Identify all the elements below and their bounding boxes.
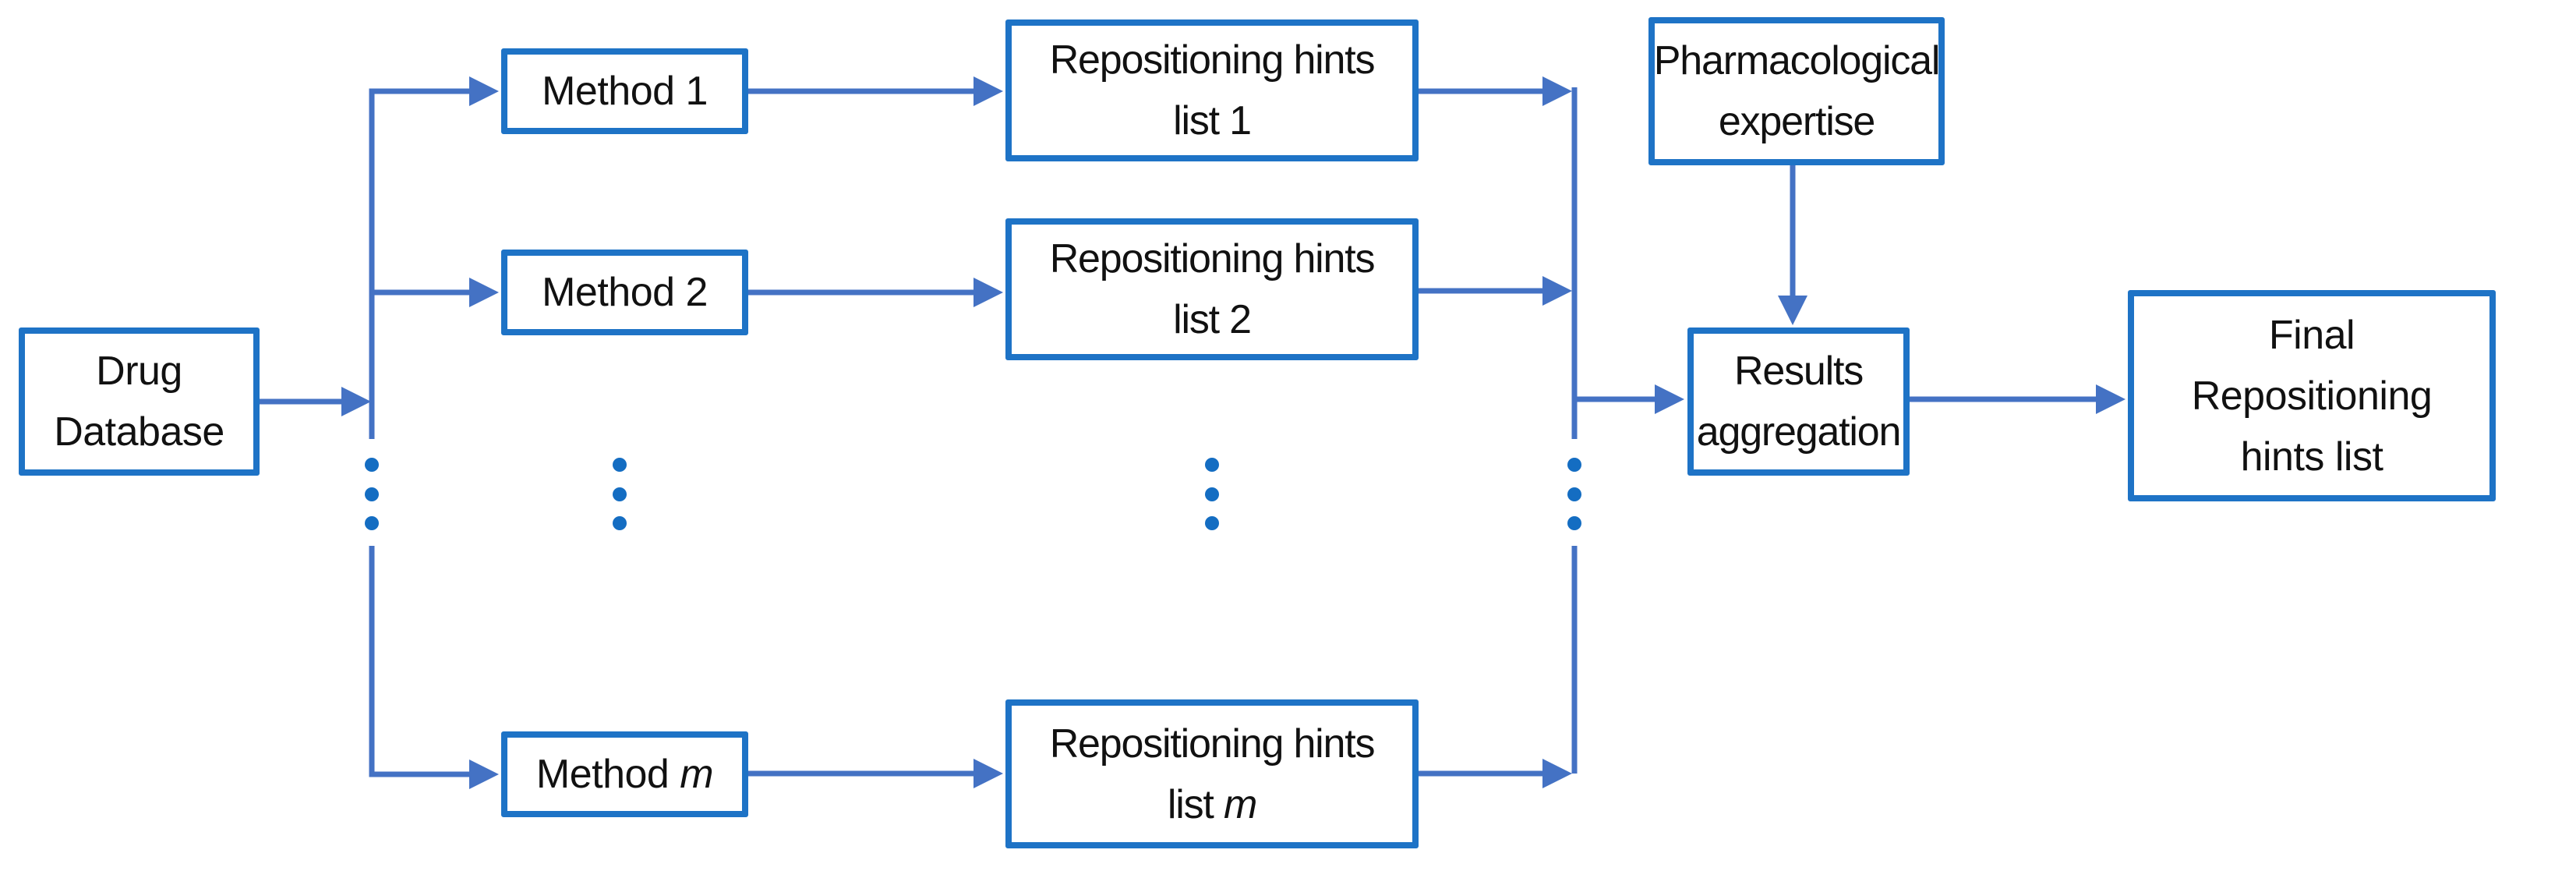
arrowhead-into-method-1 — [469, 76, 499, 106]
node-label: Repositioning hints — [1049, 236, 1376, 281]
node-repositioning-hints-list-2: Repositioning hints list 2 — [1005, 218, 1419, 360]
connector-branch-top — [369, 88, 471, 439]
node-method-m: Method m — [501, 731, 748, 817]
node-label: Drug — [96, 349, 182, 394]
vertical-ellipsis-icon — [1205, 458, 1219, 530]
node-label: Results — [1734, 349, 1864, 394]
node-label: Repositioning hints — [1049, 37, 1376, 83]
node-label-variable-m: m — [680, 752, 714, 797]
node-method-2: Method 2 — [501, 250, 748, 335]
node-label-text: list — [1167, 781, 1224, 827]
arrowhead-into-list-2 — [974, 278, 1003, 307]
node-label: list 1 — [1173, 98, 1252, 143]
arrowhead-into-method-m — [469, 759, 499, 789]
node-label-variable-m: m — [1223, 781, 1257, 827]
arrowhead-into-results — [1655, 384, 1684, 414]
node-label: list m — [1167, 774, 1257, 835]
arrowhead-list-2-into-collector — [1542, 276, 1572, 306]
node-label: Method m — [535, 744, 714, 805]
arrowhead-into-list-m — [974, 759, 1003, 788]
arrowhead-list-m-into-collector — [1542, 759, 1572, 788]
node-label-text: Method — [535, 752, 680, 797]
vertical-ellipsis-icon — [365, 458, 379, 530]
node-label: aggregation — [1696, 409, 1902, 455]
node-final-repositioning-hints-list: Final Repositioning hints list — [2128, 290, 2496, 501]
node-label: Pharmacological — [1653, 38, 1941, 83]
node-label: hints list — [2240, 434, 2383, 480]
arrowhead-pharm-into-results — [1778, 296, 1807, 325]
node-label: Method 2 — [542, 270, 708, 315]
node-label: Repositioning hints — [1049, 721, 1376, 767]
arrowhead-into-branch — [341, 387, 371, 416]
vertical-ellipsis-icon — [1567, 458, 1581, 530]
node-label: Repositioning — [2191, 373, 2433, 419]
node-repositioning-hints-list-1: Repositioning hints list 1 — [1005, 19, 1419, 161]
arrowhead-list-1-into-collector — [1542, 76, 1572, 106]
node-results-aggregation: Results aggregation — [1687, 328, 1910, 476]
node-drug-database: Drug Database — [19, 328, 260, 476]
arrowhead-into-method-2 — [469, 278, 499, 307]
node-label: list 2 — [1173, 297, 1252, 342]
node-label: Final — [2268, 312, 2355, 358]
arrowhead-into-list-1 — [974, 76, 1003, 106]
node-label: Database — [54, 409, 224, 455]
node-label: Method 1 — [542, 69, 708, 114]
arrowhead-into-final — [2096, 384, 2125, 414]
vertical-ellipsis-icon — [613, 458, 627, 530]
node-pharmacological-expertise: Pharmacological expertise — [1648, 17, 1945, 165]
node-method-1: Method 1 — [501, 48, 748, 134]
node-label: expertise — [1718, 99, 1875, 144]
connector-branch-bottom — [369, 546, 471, 777]
node-repositioning-hints-list-m: Repositioning hints list m — [1005, 699, 1419, 848]
